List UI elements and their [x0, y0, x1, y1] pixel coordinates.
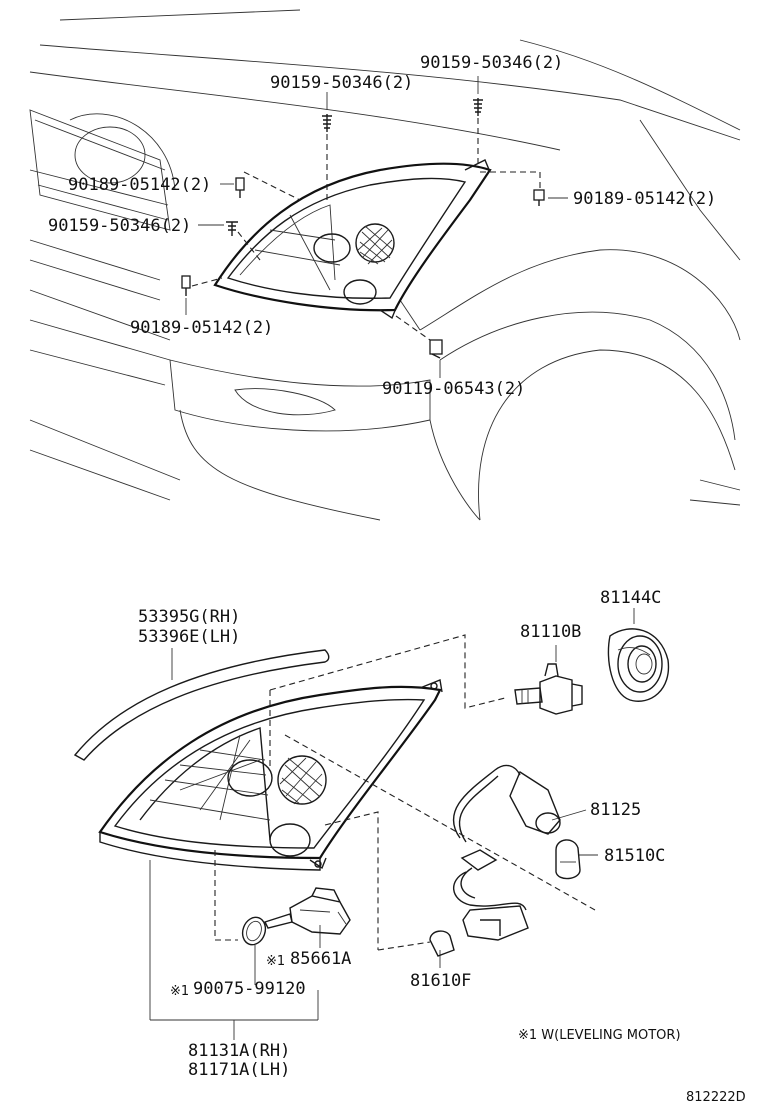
label-oring: 90075-99120 [193, 979, 306, 999]
wedge-bulb [429, 930, 455, 957]
label-unit-rh: 81131A(RH) [188, 1041, 291, 1061]
leveling-motor [264, 887, 351, 935]
label-left-bolt-lower: 90189-05142(2) [130, 318, 274, 338]
socket-wire [452, 764, 561, 941]
headlamp-assembly-top [213, 159, 492, 320]
label-socket: 81125 [590, 800, 642, 820]
label-left-screw: 90159-50346(2) [48, 216, 192, 236]
o-ring [241, 916, 267, 946]
diagram-id: 812222D [686, 1090, 746, 1105]
hb-bulb [514, 663, 583, 715]
rubber-cap [607, 628, 670, 702]
label-unit-lh: 81171A(LH) [188, 1060, 291, 1080]
bottom-leaders [149, 608, 635, 1040]
vehicle-body-outline [29, 9, 741, 521]
label-cap: 81144C [600, 588, 662, 608]
label-turn-bulb: 81510C [604, 846, 666, 866]
label-right-bolt: 90189-05142(2) [573, 189, 717, 209]
label-moulding-rh: 53395G(RH) [138, 607, 241, 627]
label-top-right-screw: 90159-50346(2) [420, 53, 564, 73]
label-side-bulb: 81610F [410, 971, 472, 991]
label-left-bolt-upper: 90189-05142(2) [68, 175, 212, 195]
amber-bulb [555, 839, 581, 880]
headlamp-unit-exploded [73, 648, 443, 871]
label-top-center-screw: 90159-50346(2) [270, 73, 414, 93]
footnote: ※1 W(LEVELING MOTOR) [518, 1028, 681, 1043]
label-moulding-lh: 53396E(LH) [138, 627, 241, 647]
label-motor-marker: ※1 [266, 954, 286, 969]
top-fasteners [181, 76, 568, 378]
label-clip-nut: 90119-06543(2) [382, 379, 526, 399]
label-oring-marker: ※1 [170, 984, 190, 999]
label-bulb-hb: 81110B [520, 622, 582, 642]
label-leveling-motor: 85661A [290, 949, 352, 969]
